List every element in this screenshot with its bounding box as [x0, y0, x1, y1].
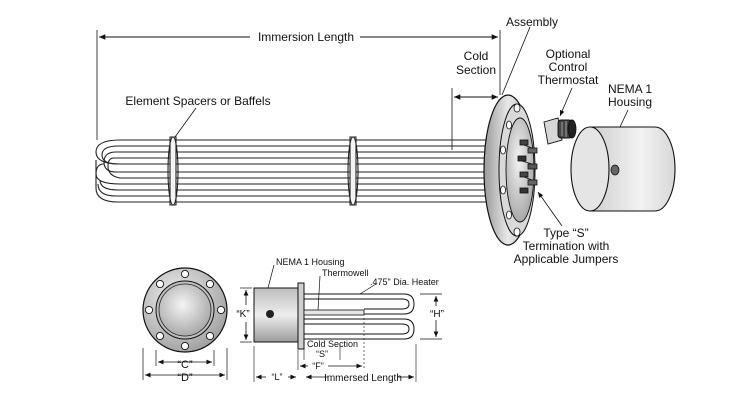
element-spacer-2	[347, 136, 359, 206]
housing-label-line2: Housing	[608, 95, 652, 109]
heating-elements	[95, 139, 495, 203]
small-housing-label: NEMA 1 Housing	[276, 257, 345, 267]
dimension-h-label: “H”	[430, 309, 444, 320]
dimension-l-label: “L”	[272, 372, 283, 382]
immersion-length-dimension	[96, 30, 501, 140]
heater-loops	[304, 293, 415, 340]
dimension-k-label: “K”	[236, 309, 249, 320]
spacers-label: Element Spacers or Baffels	[125, 94, 270, 108]
immersion-length-label: Immersion Length	[258, 30, 354, 44]
small-flange	[297, 282, 305, 350]
side-section-view	[240, 264, 442, 382]
cold-section-label-line1: Cold	[464, 49, 489, 63]
housing-knockout	[266, 310, 274, 318]
terminals	[517, 139, 538, 194]
thermostat-label-line1: Optional	[546, 47, 591, 61]
nema-housing	[570, 126, 676, 212]
element-spacer-1	[167, 136, 179, 206]
housing-label-line1: NEMA 1	[608, 82, 652, 96]
cold-section-small-label: Cold Section	[307, 339, 358, 349]
dimension-c-label: “C”	[177, 359, 193, 371]
dimension-s-label: “S”	[316, 349, 328, 359]
dimension-d-label: “D”	[177, 372, 193, 384]
flange-face-view	[142, 267, 228, 380]
housing-leader-line	[619, 109, 629, 128]
termination-leader-line	[537, 191, 563, 227]
assembly-label: Assembly	[506, 15, 558, 29]
dimension-f-label: “F”	[312, 361, 324, 371]
assembly-leader-line	[501, 26, 531, 96]
top-heater-assembly: Immersion Length Cold Section	[95, 15, 676, 266]
spacers-leader-line	[174, 107, 197, 138]
thermowell	[303, 309, 365, 316]
termination-label-line3: Applicable Jumpers	[514, 252, 619, 266]
thermowell-label: Thermowell	[322, 268, 369, 278]
face-bolt-holes	[144, 269, 226, 351]
immersed-length-label: Immersed Length	[324, 373, 402, 384]
thermostat	[543, 117, 577, 145]
flange-bolt-holes	[500, 103, 521, 237]
flange	[483, 94, 538, 246]
thermostat-label-line2: Control	[549, 60, 588, 74]
thermostat-leader-line	[559, 87, 573, 117]
termination-label-line2: Termination with	[523, 239, 610, 253]
termination-label-line1: Type “S”	[543, 226, 588, 240]
cold-section-label-line2: Section	[456, 63, 496, 77]
heater-dia-label: .475" Dia. Heater	[370, 277, 439, 287]
thermostat-label-line3: Thermostat	[538, 73, 599, 87]
small-housing	[253, 287, 299, 343]
